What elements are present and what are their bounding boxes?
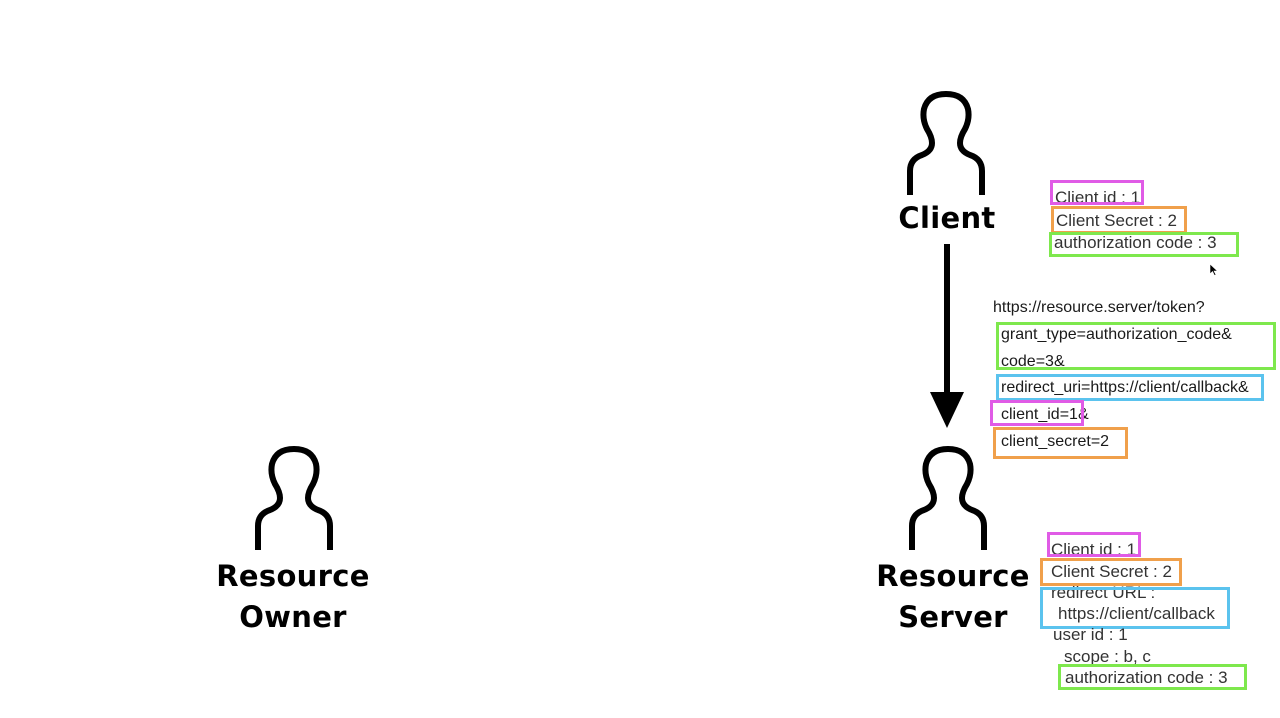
server-store-authorization-code-box — [1058, 664, 1247, 690]
client-store-authorization-code-box — [1049, 232, 1239, 257]
server-store-client-secret-box — [1040, 558, 1182, 586]
token-request-code: code=3& — [1001, 353, 1065, 370]
token-request-client-secret: client_secret=2 — [1001, 433, 1110, 450]
server-store-authorization-code: authorization code : 3 — [1065, 668, 1228, 687]
token-request-redirect-uri-box — [996, 374, 1264, 401]
server-store-user-id: user id : 1 — [1053, 625, 1128, 644]
client-person-icon — [906, 91, 986, 197]
server-store-redirect-url-value: https://client/callback — [1058, 604, 1215, 623]
client-store-client-secret: Client Secret : 2 — [1056, 211, 1177, 230]
request-arrow — [930, 244, 964, 428]
token-request-client-id: client_id=1& — [1001, 406, 1089, 423]
resource-server-person-icon — [908, 446, 988, 552]
mouse-cursor-icon — [1209, 263, 1219, 276]
token-request-grant-type: grant_type=authorization_code& — [1001, 326, 1232, 343]
resource-owner-person-icon — [254, 446, 334, 552]
client-store-authorization-code: authorization code : 3 — [1054, 233, 1217, 252]
token-request-client-id-box — [990, 400, 1084, 426]
server-store-scope: scope : b, c — [1064, 647, 1151, 666]
client-label: Client — [898, 201, 996, 235]
token-request-grant-code-box — [996, 322, 1276, 370]
token-request-redirect-uri: redirect_uri=https://client/callback& — [1001, 379, 1249, 396]
resource-server-label-line1: Resource — [876, 559, 1030, 593]
resource-owner-label-line1: Resource — [216, 559, 370, 593]
resource-owner-label-line2: Owner — [239, 600, 347, 634]
resource-server-label-line2: Server — [898, 600, 1008, 634]
client-store-client-id-box — [1050, 180, 1144, 205]
client-store-client-secret-box — [1051, 206, 1187, 234]
server-store-redirect-url-box — [1040, 587, 1230, 629]
token-request-url: https://resource.server/token? — [993, 299, 1205, 316]
server-store-client-secret: Client Secret : 2 — [1051, 562, 1172, 581]
token-request-client-secret-box — [993, 427, 1128, 459]
server-store-client-id-box — [1047, 532, 1141, 557]
